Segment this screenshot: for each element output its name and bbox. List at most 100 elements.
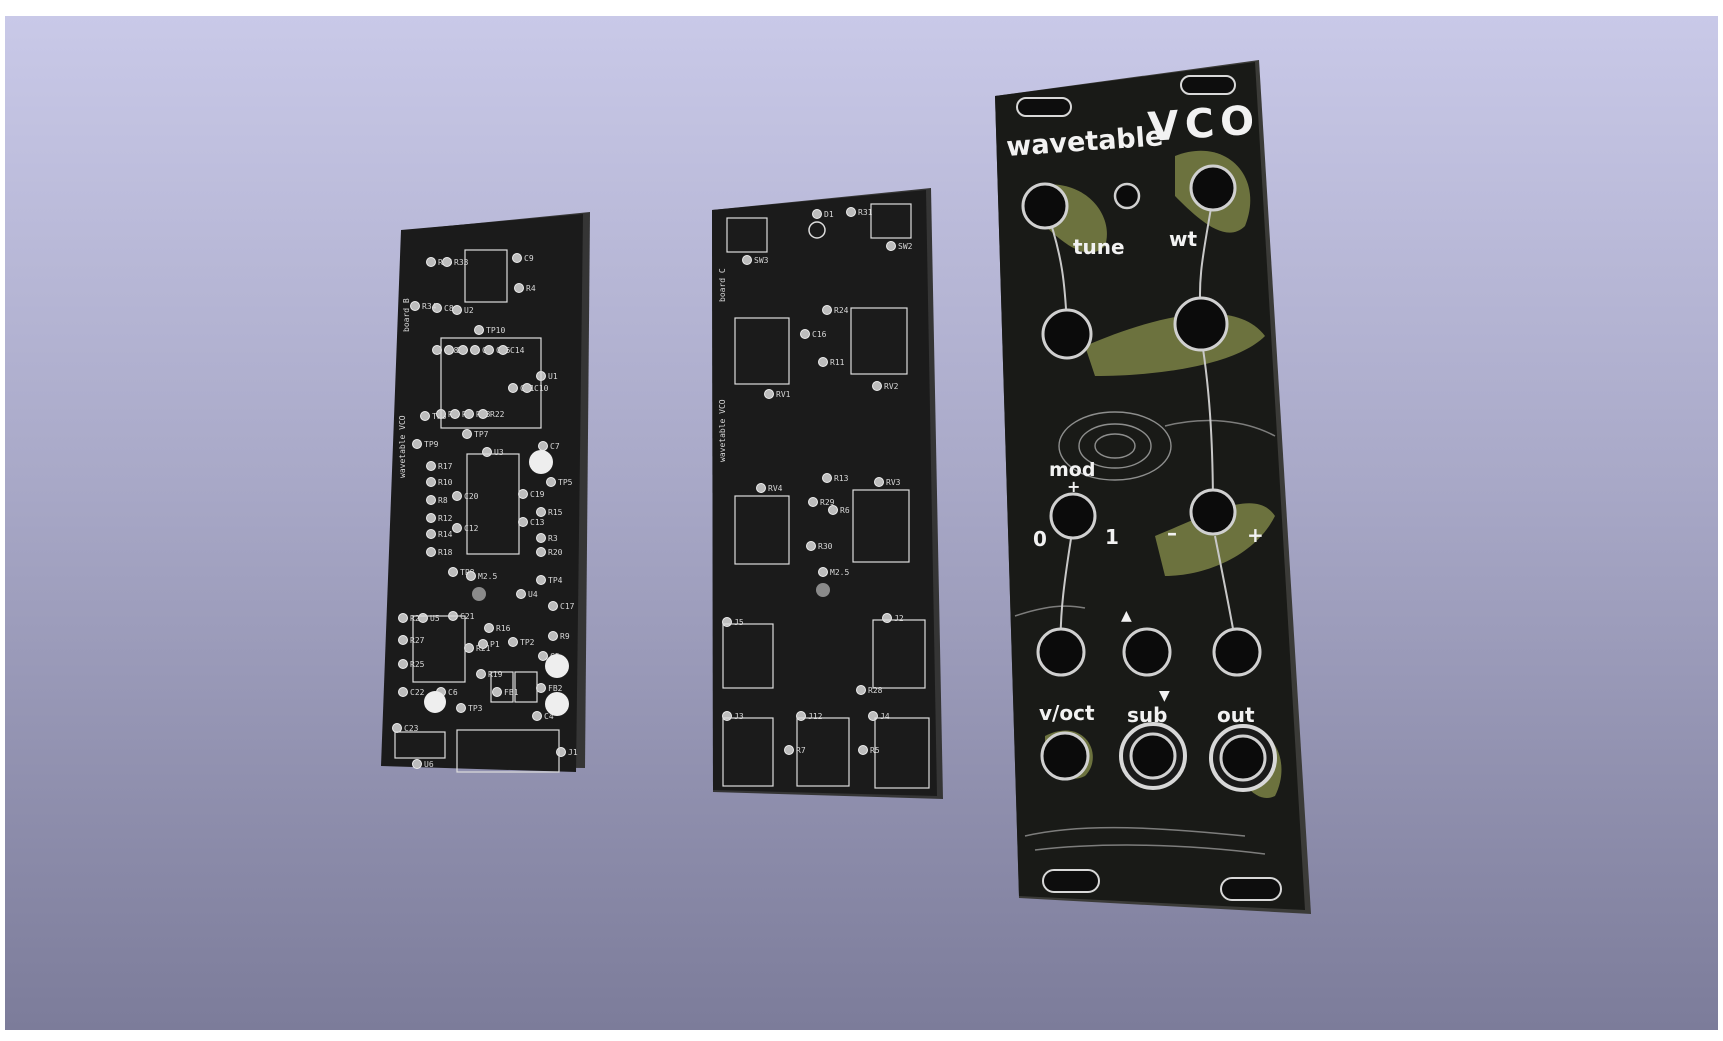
board-c-surface [712, 190, 937, 796]
wt-knob-hole[interactable] [1189, 164, 1237, 212]
tune-knob-hole[interactable] [1021, 182, 1069, 230]
c4-capacitor [545, 692, 569, 716]
pad-u2 [452, 305, 462, 315]
pad-r1 [450, 409, 460, 419]
refdes-sw3: SW3 [754, 256, 769, 265]
u3-outline [466, 453, 520, 555]
refdes-c19: C19 [530, 490, 545, 499]
u5-outline [412, 615, 466, 683]
refdes-r6: R6 [840, 506, 850, 515]
refdes-tp8: TP8 [460, 568, 475, 577]
pad-rv1 [764, 389, 774, 399]
3d-viewer-viewport[interactable]: R35R33C9R4C8U2R34TP10C18C2C1C3C15C14U1C1… [5, 16, 1718, 1030]
wt-cv-jack[interactable] [1173, 296, 1229, 352]
refdes-c21: C21 [460, 612, 475, 621]
pad-c20 [452, 491, 462, 501]
refdes-c16: C16 [812, 330, 827, 339]
pad-r8 [426, 495, 436, 505]
sw2-outline [870, 203, 912, 239]
sub-jack[interactable] [1129, 732, 1177, 780]
down-arrow-icon: ▼ [1159, 688, 1170, 704]
mount-slot-top-left [1016, 97, 1072, 117]
pad-r30 [806, 541, 816, 551]
mount-slot-bottom-left [1042, 869, 1100, 893]
pad-c17 [548, 601, 558, 611]
pad-r19 [476, 669, 486, 679]
rv3-outline [852, 489, 910, 563]
refdes-u1: U1 [548, 372, 558, 381]
voct-jack[interactable] [1040, 731, 1090, 781]
board-c-title-label: wavetable VCO [718, 399, 727, 462]
m25-hole [472, 587, 486, 601]
pad-r22 [478, 409, 488, 419]
pad-c1 [458, 345, 468, 355]
pad-r11 [818, 357, 828, 367]
voct-label: v/oct [1039, 701, 1095, 725]
refdes-c17: C17 [560, 602, 575, 611]
octave-buttons-hole[interactable] [1122, 627, 1172, 677]
board-c-label: board C [718, 268, 727, 302]
mod-depth-jack[interactable] [1212, 627, 1262, 677]
refdes-c4: C4 [544, 712, 554, 721]
refdes-r27: R27 [410, 636, 425, 645]
m25-hole [816, 583, 830, 597]
mod-label: mod [1049, 459, 1095, 481]
pad-c15 [484, 345, 494, 355]
refdes-r19: R19 [488, 670, 503, 679]
pad-rv2 [872, 381, 882, 391]
pad-c22 [398, 687, 408, 697]
refdes-r9: R9 [560, 632, 570, 641]
pad-rv4 [756, 483, 766, 493]
refdes-r3: R3 [548, 534, 558, 543]
board-b-title-label: wavetable VCO [398, 415, 407, 478]
c7-capacitor [529, 450, 553, 474]
out-jack[interactable] [1219, 734, 1267, 782]
panel-streaks [1014, 419, 1276, 855]
refdes-r34: R34 [422, 302, 437, 311]
front-panel[interactable]: wavetable VCO tune wt mod + 0 1 – + ▲ ▼ … [5, 16, 1718, 1030]
pad-tp4 [536, 575, 546, 585]
fb1-outline [490, 671, 514, 703]
pad-tp6 [420, 411, 430, 421]
up-arrow-icon: ▲ [1121, 608, 1132, 624]
u2-outline [464, 249, 508, 303]
pad-tp2 [508, 637, 518, 647]
fb2-outline [514, 671, 538, 703]
c6-capacitor [424, 691, 446, 713]
panel-swirl [1058, 411, 1172, 481]
c5-capacitor [545, 654, 569, 678]
pad-tp3 [456, 703, 466, 713]
led-hole [1113, 182, 1141, 210]
pad-r12 [426, 513, 436, 523]
mod-plus-label: + [1067, 477, 1080, 496]
j2-outline [872, 619, 926, 689]
refdes-j4: J4 [880, 712, 890, 721]
mod-jack[interactable] [1036, 627, 1086, 677]
refdes-c22: C22 [410, 688, 425, 697]
refdes-r8: R8 [438, 496, 448, 505]
pad-tp9 [412, 439, 422, 449]
pad-r16 [484, 623, 494, 633]
j3-outline [722, 717, 774, 787]
one-label: 1 [1105, 525, 1119, 549]
pad-r33 [442, 257, 452, 267]
pad-p1 [478, 639, 488, 649]
pad-sw3 [742, 255, 752, 265]
pad-tp10 [474, 325, 484, 335]
refdes-c20: C20 [464, 492, 479, 501]
mod-switch-hole[interactable] [1049, 492, 1097, 540]
pad-r27 [398, 635, 408, 645]
pad-r6 [828, 505, 838, 515]
zero-label: 0 [1033, 527, 1047, 551]
refdes-r12: R12 [438, 514, 453, 523]
mount-slot-bottom-right [1220, 877, 1282, 901]
pad-r4 [514, 283, 524, 293]
board-b-pcb[interactable]: R35R33C9R4C8U2R34TP10C18C2C1C3C15C14U1C1… [5, 16, 1718, 1030]
tune-cv-jack[interactable] [1041, 308, 1093, 360]
mod-depth-knob-hole[interactable] [1189, 488, 1237, 536]
panel-title-vco: VCO [1146, 97, 1261, 151]
refdes-c7: C7 [550, 442, 560, 451]
refdes-r4: R4 [526, 284, 536, 293]
refdes-r26: R26 [410, 614, 425, 623]
